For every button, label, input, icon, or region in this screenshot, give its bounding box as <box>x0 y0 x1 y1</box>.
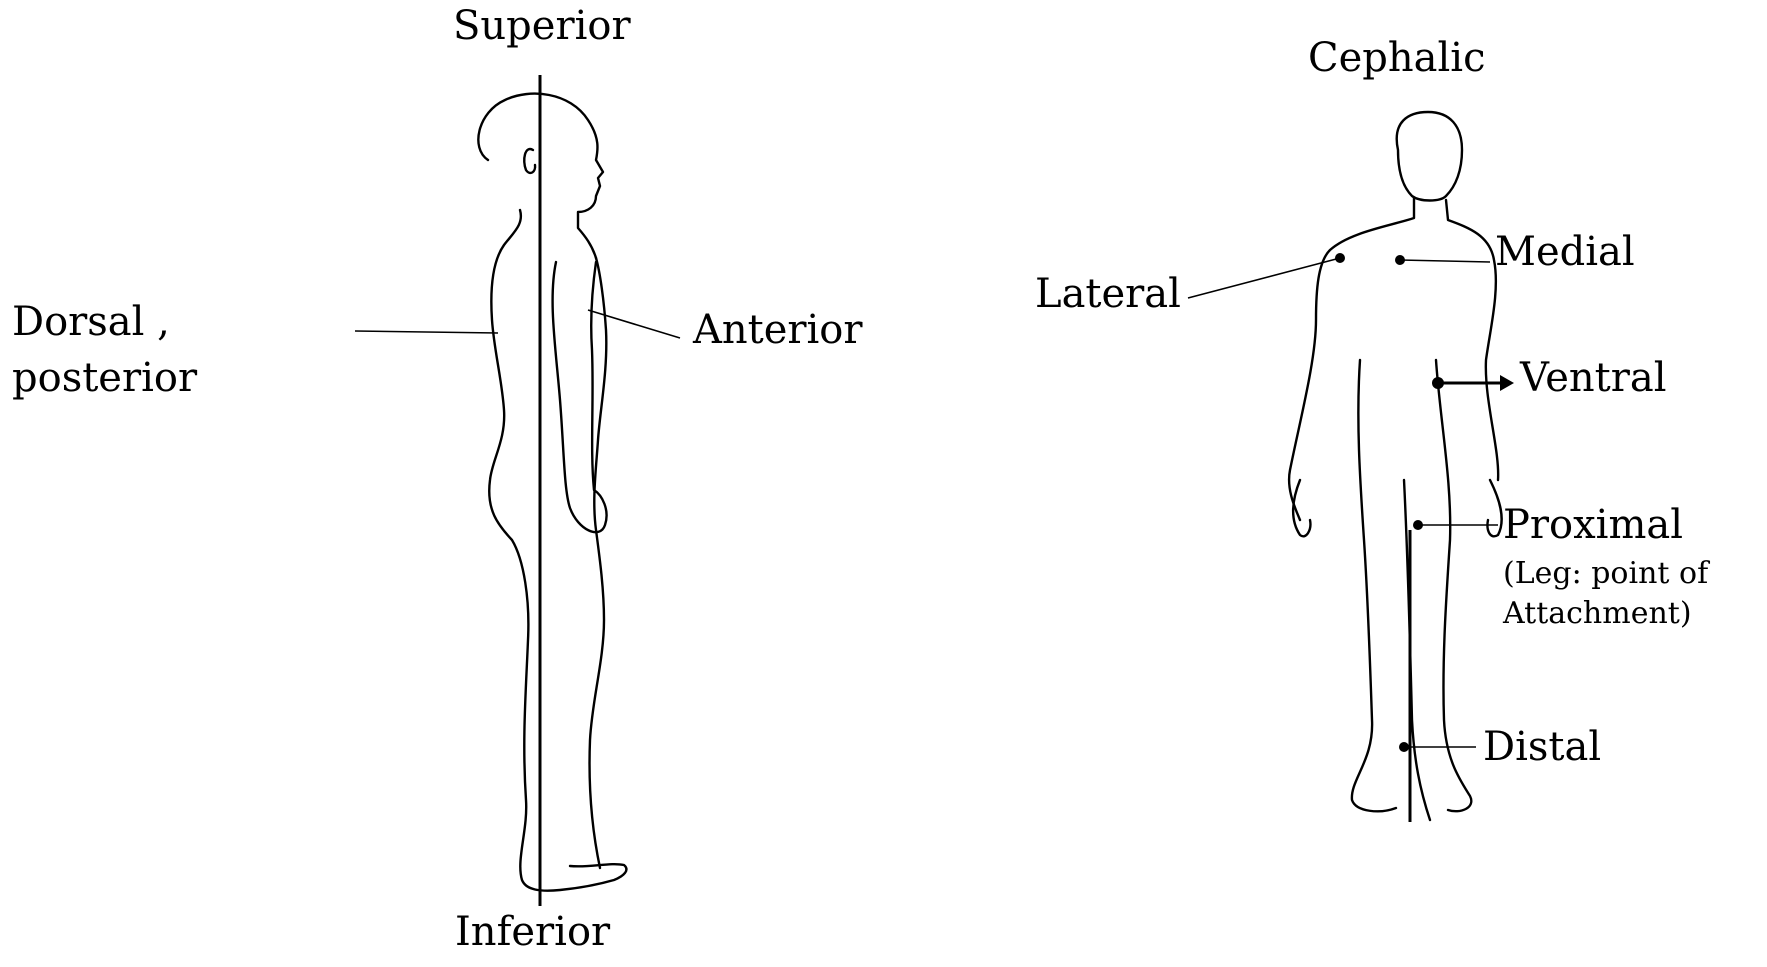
front-view-figure <box>1289 112 1502 822</box>
lateral-point <box>1335 253 1345 263</box>
medial-point <box>1395 255 1405 265</box>
front-view-right-hand <box>1487 480 1501 536</box>
front-view-head-outline <box>1397 112 1462 201</box>
distal-point <box>1399 742 1409 752</box>
side-view-arm-outline <box>553 262 607 532</box>
ventral-label: Ventral <box>1520 358 1666 398</box>
distal-label: Distal <box>1483 727 1601 767</box>
front-view-leg-outline <box>1352 360 1471 820</box>
ventral-arrow-head <box>1500 375 1514 391</box>
side-view-ear <box>524 149 535 173</box>
cephalic-label: Cephalic <box>1308 38 1485 78</box>
side-view-figure <box>478 75 626 906</box>
proximal-point <box>1413 520 1423 530</box>
side-view-back-outline <box>489 210 626 891</box>
inferior-label: Inferior <box>455 912 610 952</box>
dorsal-label-line1: Dorsal , <box>12 302 170 342</box>
medial-label: Medial <box>1495 232 1635 272</box>
front-view-leaders <box>1188 253 1514 752</box>
superior-label: Superior <box>453 6 631 46</box>
front-view-torso-outline <box>1289 198 1498 520</box>
dorsal-label-line2: posterior <box>12 358 197 398</box>
lateral-label: Lateral <box>1035 274 1181 314</box>
proximal-note-line1: (Leg: point of <box>1503 556 1708 593</box>
medial-leader-line <box>1400 260 1490 262</box>
dorsal-leader-line <box>355 331 498 333</box>
proximal-label: Proximal <box>1503 505 1683 545</box>
anterior-leader-line <box>588 310 680 338</box>
proximal-note-line2: Attachment) <box>1503 596 1692 633</box>
side-view-leaders <box>355 310 680 338</box>
anterior-label: Anterior <box>693 310 863 350</box>
